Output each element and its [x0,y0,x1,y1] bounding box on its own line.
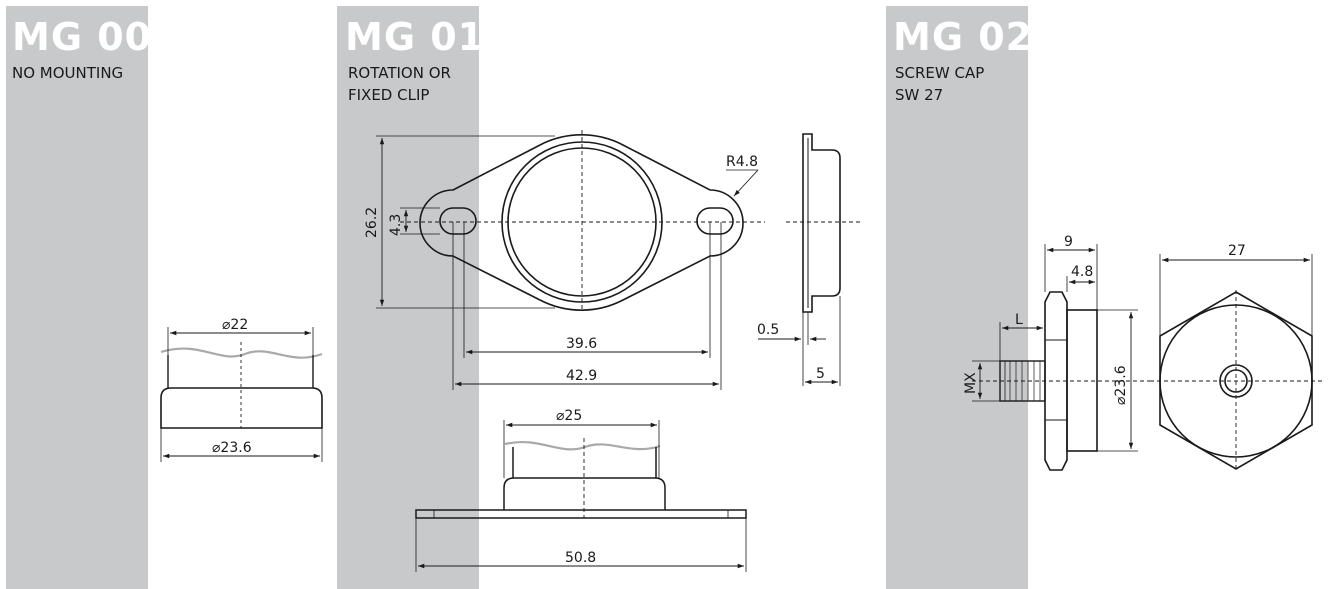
mg02-hex-profile [1044,291,1068,471]
mg01-front-flange [415,509,747,519]
mg02-label-thread: MX [963,372,979,394]
mg00-base [160,387,323,429]
mg01-flange-outline [419,134,744,311]
mg01-side-view [758,133,862,386]
panel-title-mg01: MG 01 [345,15,486,59]
panel-title-mg00: MG 00 [12,15,153,59]
mg02-label-hex: 27 [1228,243,1246,259]
mg01-radius-leader [733,169,759,197]
mg00-label-bottom-diameter: ⌀23.6 [212,440,252,456]
subtitle-line: SW 27 [895,86,944,104]
panel-subtitle-mg00: NO MOUNTING [12,62,123,84]
panel-subtitle-mg02: SCREW CAP SW 27 [895,62,984,106]
mg00-label-top-diameter: ⌀22 [222,317,248,333]
subtitle-line: FIXED CLIP [348,86,430,104]
panel-title-mg02: MG 02 [893,15,1034,59]
mg01-front-body [503,477,666,510]
mg01-label-radius: R4.8 [726,154,758,170]
mg01-front-view [415,420,747,572]
mg01-front-wave [504,441,661,451]
mg01-label-length: 50.8 [565,550,596,566]
subtitle-line: SCREW CAP [895,64,985,82]
mg00-wave [160,347,323,359]
mg02-side-view [972,244,1150,471]
panel-subtitle-mg01: ROTATION OR FIXED CLIP [348,62,451,106]
panel-band-mg02 [886,6,1028,589]
mg01-label-collar-diameter: ⌀25 [556,408,582,424]
mg02-hex-view [1150,254,1322,472]
mg01-label-height: 26.2 [364,207,380,238]
mg01-label-inner-spacing: 39.6 [566,336,597,352]
mg02-label-thread-length: L [1015,312,1023,328]
mg01-side-profile [802,133,841,313]
mg02-label-diameter: ⌀23.6 [1113,365,1129,405]
mg01-slot-left [439,207,477,235]
mg02-label-width: 9 [1064,234,1073,250]
mg01-label-flange-thickness: 0.5 [757,322,779,338]
mg01-slot-right [696,207,734,235]
subtitle-line: ROTATION OR [348,64,451,82]
panel-band-mg01 [337,6,479,589]
mg01-label-outer-spacing: 42.9 [566,368,597,384]
mg01-label-slot: 4.3 [388,214,404,236]
mg02-label-cap: 4.8 [1071,264,1093,280]
panel-band-mg00 [6,6,148,589]
subtitle-line: NO MOUNTING [12,64,124,82]
mg01-top-view [376,130,765,390]
mg02-cap-body [1066,309,1098,452]
mg01-label-depth: 5 [816,366,825,382]
mg00-drawing [160,327,323,462]
